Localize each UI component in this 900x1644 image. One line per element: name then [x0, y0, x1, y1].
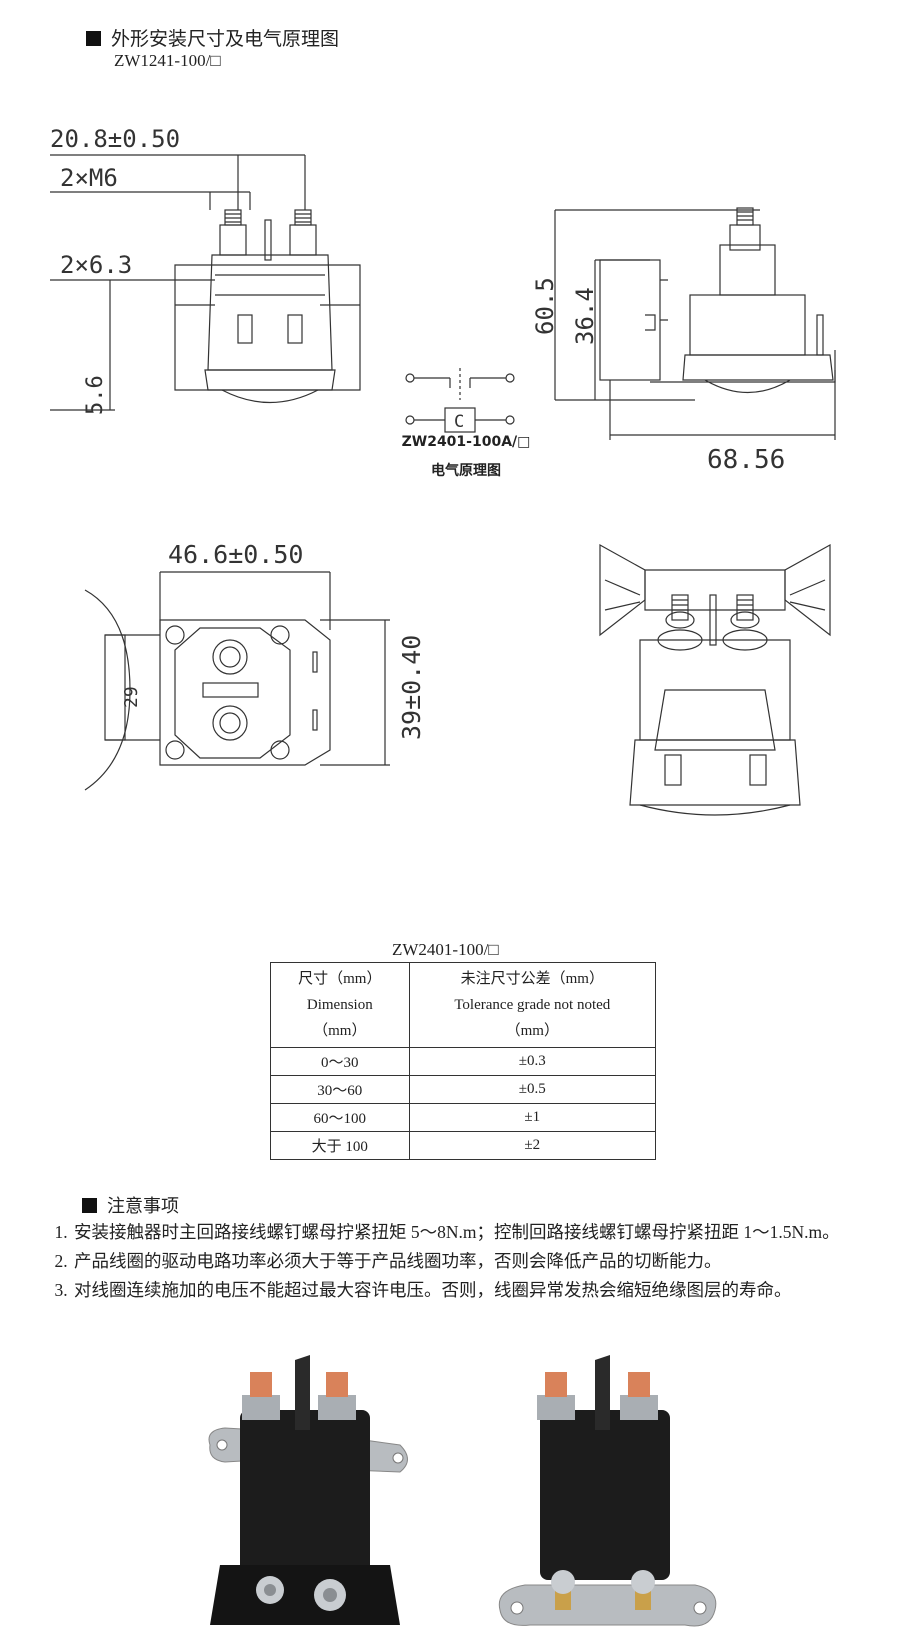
coil-label: C	[454, 412, 464, 432]
table-header-row: 尺寸（mm） Dimension （mm） 未注尺寸公差（mm） Toleran…	[270, 962, 657, 1048]
dim-body-width: 46.6±0.50	[168, 540, 303, 569]
table-row: 大于 100±2	[270, 1131, 657, 1160]
dim-base-height: 5.6	[83, 375, 108, 415]
table-row: 30～60±0.5	[270, 1075, 657, 1104]
schematic-caption: 电气原理图	[431, 463, 501, 479]
dim-tab-width: 2×6.3	[60, 251, 132, 279]
header-dimension: 尺寸（mm） Dimension （mm）	[270, 962, 410, 1048]
list-item: 产品线圈的驱动电路功率必须大于等于产品线圈功率，否则会降低产品的切断能力。	[72, 1247, 900, 1276]
table-title: ZW2401-100/□	[392, 940, 499, 959]
product-photo-left	[208, 1355, 408, 1625]
tolerance-table: 尺寸（mm） Dimension （mm） 未注尺寸公差（mm） Toleran…	[270, 962, 657, 1160]
notes-heading: 注意事项	[82, 1192, 179, 1218]
section-heading-text: 外形安装尺寸及电气原理图	[111, 28, 340, 50]
model-number: ZW1241-100/□	[114, 51, 221, 70]
dim-bracket-width: 29	[121, 686, 142, 708]
table-row: 0～30±0.3	[270, 1047, 657, 1076]
bottom-view-drawing: 46.6±0.50 39±0.40 29	[84, 540, 426, 791]
dim-body-depth: 39±0.40	[397, 635, 426, 740]
dim-bracket-height: 36.4	[571, 287, 599, 345]
square-bullet-icon	[86, 31, 101, 46]
section-heading-dimensions: 外形安装尺寸及电气原理图	[86, 24, 339, 51]
notes-heading-text: 注意事项	[107, 1196, 179, 1217]
front-view-drawing: 20.8±0.50 2×M6 2×6.3 5.6	[50, 125, 361, 415]
dim-terminal-pitch: 20.8±0.50	[50, 125, 180, 153]
electrical-schematic: C	[405, 368, 515, 433]
side-view-drawing: 60.5 36.4 68.56	[535, 207, 836, 475]
list-item: 安装接触器时主回路接线螺钉螺母拧紧扭矩 5～8N.m；控制回路接线螺钉螺母拧紧扭…	[72, 1218, 900, 1247]
dim-overall-width: 68.56	[707, 445, 785, 475]
product-photo-right	[498, 1355, 717, 1627]
dim-total-height: 60.5	[535, 277, 559, 335]
notes-list: 安装接触器时主回路接线螺钉螺母拧紧扭矩 5～8N.m；控制回路接线螺钉螺母拧紧扭…	[46, 1218, 900, 1305]
list-item: 对线圈连续施加的电压不能超过最大容许电压。否则，线圈异常发热会缩短绝缘图层的寿命…	[72, 1276, 900, 1305]
schematic-model: ZW2401-100A/□	[401, 434, 531, 450]
header-tolerance: 未注尺寸公差（mm） Tolerance grade not noted （mm…	[408, 962, 657, 1048]
isometric-drawing	[599, 543, 831, 816]
dim-thread-size: 2×M6	[60, 164, 118, 192]
table-row: 60～100±1	[270, 1103, 657, 1132]
square-bullet-icon	[82, 1198, 97, 1213]
